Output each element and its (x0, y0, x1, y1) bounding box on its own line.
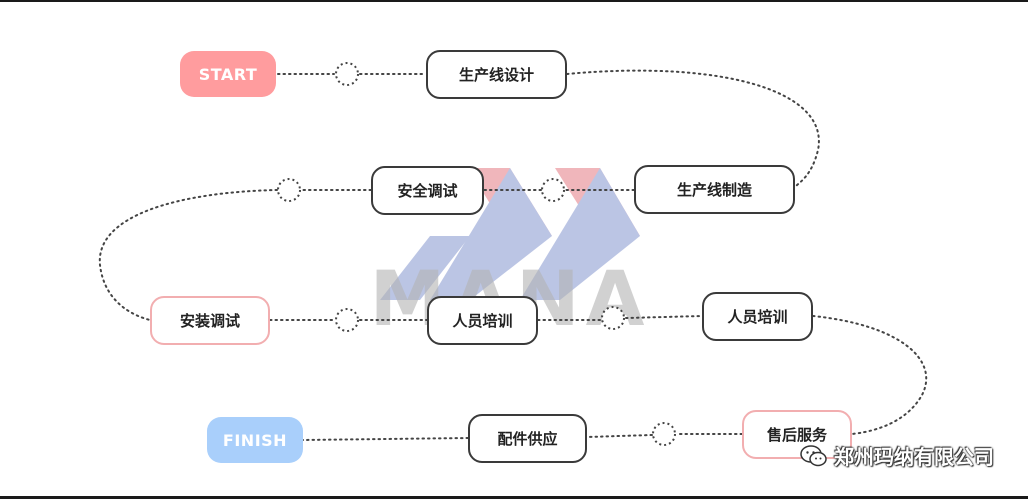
connector (625, 315, 703, 319)
step-dot (541, 178, 565, 202)
top-border (0, 0, 1028, 2)
node-install-debug: 安装调试 (150, 296, 270, 345)
connector (98, 189, 278, 321)
start-node: START (180, 51, 276, 97)
node-line-design: 生产线设计 (426, 50, 567, 99)
step-dot (277, 178, 301, 202)
node-line-manufacture: 生产线制造 (634, 165, 795, 214)
bottom-border (0, 496, 1028, 499)
node-after-sales: 售后服务 (742, 410, 852, 459)
wechat-icon (800, 444, 827, 466)
node-parts-supply: 配件供应 (468, 414, 587, 463)
watermark-text: 郑州玛纳有限公司 (834, 445, 994, 469)
node-training-b: 人员培训 (702, 292, 813, 341)
connector (812, 315, 928, 435)
mana-logo (380, 168, 640, 300)
wechat-watermark: 郑州玛纳有限公司 (800, 441, 994, 470)
connector (586, 434, 653, 438)
step-dot (652, 422, 676, 446)
node-safety-debug: 安全调试 (371, 166, 484, 215)
step-dot (335, 62, 359, 86)
finish-node: FINISH (207, 417, 303, 463)
step-dot (601, 306, 625, 330)
connector (566, 69, 820, 187)
step-dot (335, 308, 359, 332)
node-training-a: 人员培训 (427, 296, 538, 345)
connector (302, 437, 469, 441)
